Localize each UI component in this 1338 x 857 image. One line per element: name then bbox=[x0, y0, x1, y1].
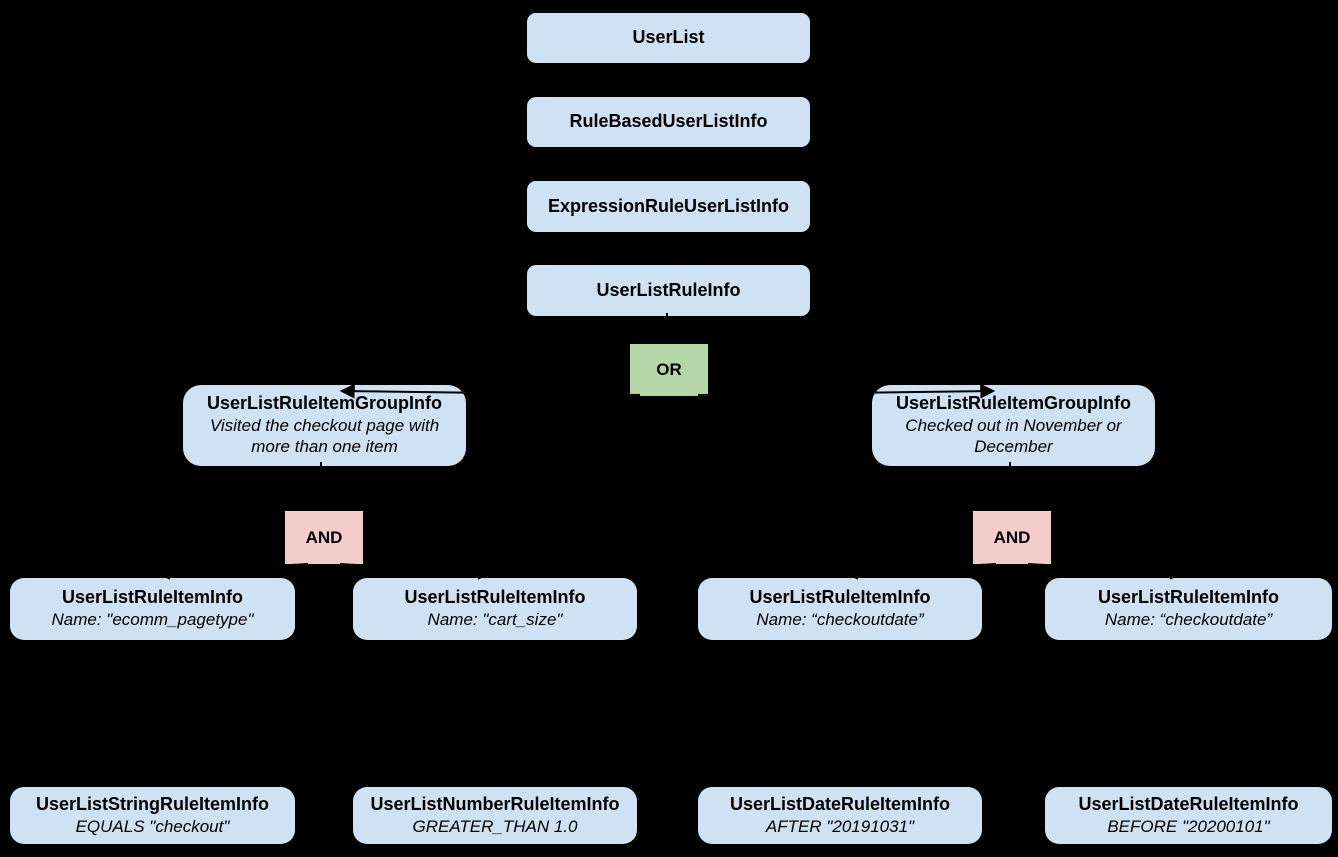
edge-and-left-cart bbox=[339, 563, 494, 580]
node-title: UserListRuleItemInfo bbox=[404, 587, 586, 608]
node-subtitle: Checked out in November or December bbox=[905, 416, 1122, 457]
node-expression-rule-user-list-info: ExpressionRuleUserListInfo bbox=[527, 181, 810, 232]
node-number-rule-item: UserListNumberRuleItemInfo GREATER_THAN … bbox=[353, 787, 637, 844]
node-rule-item-checkoutdate-1: UserListRuleItemInfo Name: “checkoutdate… bbox=[698, 578, 982, 640]
node-date-rule-item-before: UserListDateRuleItemInfo BEFORE "2020010… bbox=[1045, 787, 1332, 844]
node-title: RuleBasedUserListInfo bbox=[569, 111, 768, 132]
node-title: UserListRuleItemInfo bbox=[749, 587, 931, 608]
node-user-list-rule-info: UserListRuleInfo bbox=[527, 265, 810, 316]
node-rule-item-ecomm-pagetype: UserListRuleItemInfo Name: "ecomm_pagety… bbox=[10, 578, 295, 640]
operator-and-right: AND bbox=[973, 511, 1051, 564]
edge-and-right-checkout2 bbox=[1027, 563, 1186, 580]
node-title: UserListDateRuleItemInfo bbox=[729, 793, 951, 814]
node-subtitle: Name: “checkoutdate” bbox=[1104, 610, 1273, 630]
node-title: UserListDateRuleItemInfo bbox=[1078, 793, 1299, 814]
node-subtitle: Name: "cart_size" bbox=[427, 610, 563, 630]
node-title: UserListRuleItemGroupInfo bbox=[895, 393, 1132, 414]
node-subtitle: Visited the checkout page with more than… bbox=[209, 416, 440, 457]
edge-and-right-checkout1 bbox=[842, 563, 997, 580]
edge-and-left-ecomm bbox=[154, 563, 309, 580]
node-subtitle: Name: "ecomm_pagetype" bbox=[51, 610, 254, 630]
node-subtitle: AFTER "20191031" bbox=[765, 816, 915, 836]
node-rule-item-cart-size: UserListRuleItemInfo Name: "cart_size" bbox=[353, 578, 637, 640]
node-title: ExpressionRuleUserListInfo bbox=[547, 195, 790, 216]
node-title: UserListStringRuleItemInfo bbox=[35, 793, 270, 814]
node-userlist: UserList bbox=[527, 13, 810, 63]
node-subtitle: Name: “checkoutdate” bbox=[756, 610, 924, 630]
node-title: UserList bbox=[632, 27, 705, 48]
node-title: UserListRuleInfo bbox=[596, 279, 741, 300]
node-rule-based-user-list-info: RuleBasedUserListInfo bbox=[527, 97, 810, 147]
node-subtitle: EQUALS "checkout" bbox=[75, 816, 230, 836]
operator-and-left: AND bbox=[285, 511, 363, 564]
node-rule-item-group-left: UserListRuleItemGroupInfo Visited the ch… bbox=[183, 385, 466, 466]
node-title: UserListRuleItemInfo bbox=[1097, 587, 1280, 608]
node-title: UserListRuleItemInfo bbox=[61, 587, 244, 608]
node-title: UserListRuleItemGroupInfo bbox=[206, 393, 443, 414]
node-subtitle: BEFORE "20200101" bbox=[1107, 816, 1270, 836]
node-string-rule-item: UserListStringRuleItemInfo EQUALS "check… bbox=[10, 787, 295, 844]
node-date-rule-item-after: UserListDateRuleItemInfo AFTER "20191031… bbox=[698, 787, 982, 844]
node-rule-item-group-right: UserListRuleItemGroupInfo Checked out in… bbox=[872, 385, 1155, 466]
node-subtitle: GREATER_THAN 1.0 bbox=[412, 816, 578, 836]
node-rule-item-checkoutdate-2: UserListRuleItemInfo Name: “checkoutdate… bbox=[1045, 578, 1332, 640]
operator-or: OR bbox=[630, 344, 708, 396]
node-title: UserListNumberRuleItemInfo bbox=[370, 793, 620, 814]
